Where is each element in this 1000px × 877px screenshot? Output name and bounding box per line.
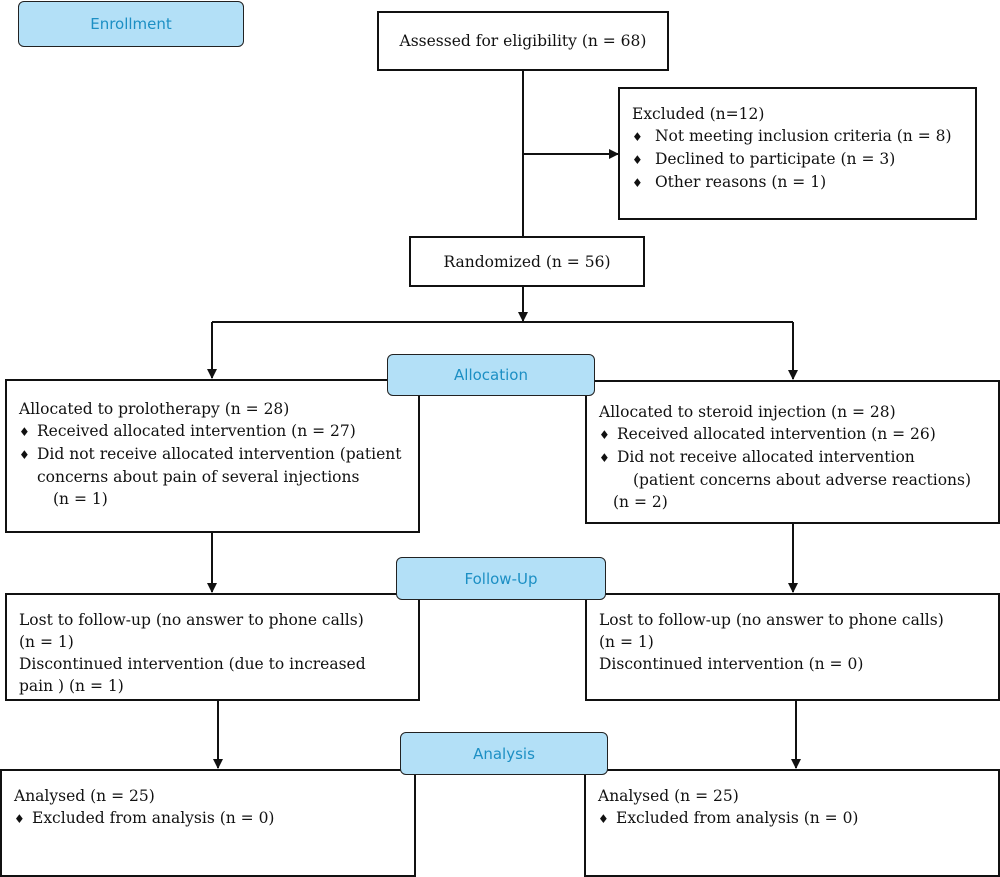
followup-right-lost: Lost to follow-up (no answer to phone ca… <box>599 611 944 629</box>
randomized-text: Randomized (n = 56) <box>443 252 611 271</box>
allocation-right-box: Allocated to steroid injection (n = 28) … <box>585 380 1000 524</box>
stage-enrollment: Enrollment <box>18 1 244 47</box>
diamond-bullet-icon: ♦ <box>19 448 30 462</box>
allocation-left-box: Allocated to prolotherapy (n = 28) ♦Rece… <box>5 379 420 533</box>
followup-left-lost-count: (n = 1) <box>19 633 74 651</box>
allocation-right-not-received-count: (n = 2) <box>613 493 668 511</box>
diamond-bullet-icon: ♦ <box>19 425 30 439</box>
allocation-right-not-received-cont: (patient concerns about adverse reaction… <box>633 471 972 489</box>
followup-left-discontinued: Discontinued intervention (due to increa… <box>19 655 366 673</box>
analysis-right-box: Analysed (n = 25) ♦Excluded from analysi… <box>584 769 1000 877</box>
assessed-text: Assessed for eligibility (n = 68) <box>399 32 647 50</box>
excluded-title: Excluded (n=12) <box>632 105 765 123</box>
allocation-left-not-received-cont: concerns about pain of several injection… <box>37 468 360 486</box>
excluded-item: ♦ Other reasons (n = 1) <box>632 171 963 194</box>
analysis-right-excluded: ♦Excluded from analysis (n = 0) <box>598 807 986 830</box>
randomized-box: Randomized (n = 56) <box>409 236 645 287</box>
assessed-box: Assessed for eligibility (n = 68) <box>377 11 669 71</box>
followup-right-lost-count: (n = 1) <box>599 633 654 651</box>
allocation-left-title: Allocated to prolotherapy (n = 28) <box>19 400 290 418</box>
excluded-item: ♦ Declined to participate (n = 3) <box>632 148 963 171</box>
analysis-right-analysed: Analysed (n = 25) <box>598 787 739 805</box>
diamond-bullet-icon: ♦ <box>14 812 25 826</box>
followup-left-discontinued-cont: pain ) (n = 1) <box>19 677 124 695</box>
followup-right-box: Lost to follow-up (no answer to phone ca… <box>585 593 1000 701</box>
excluded-item: ♦ Not meeting inclusion criteria (n = 8) <box>632 125 963 148</box>
diamond-bullet-icon: ♦ <box>632 153 643 167</box>
stage-analysis: Analysis <box>400 732 608 775</box>
allocation-right-title: Allocated to steroid injection (n = 28) <box>599 403 896 421</box>
allocation-right-received: ♦Received allocated intervention (n = 26… <box>599 423 986 446</box>
stage-followup: Follow-Up <box>396 557 606 600</box>
allocation-left-received: ♦Received allocated intervention (n = 27… <box>19 420 406 443</box>
followup-left-lost: Lost to follow-up (no answer to phone ca… <box>19 611 364 629</box>
excluded-box: Excluded (n=12) ♦ Not meeting inclusion … <box>618 87 977 220</box>
diamond-bullet-icon: ♦ <box>632 176 643 190</box>
diamond-bullet-icon: ♦ <box>598 812 609 826</box>
allocation-left-not-received: ♦Did not receive allocated intervention … <box>19 443 406 466</box>
diamond-bullet-icon: ♦ <box>599 428 610 442</box>
diamond-bullet-icon: ♦ <box>632 130 643 144</box>
followup-left-box: Lost to follow-up (no answer to phone ca… <box>5 593 420 701</box>
followup-right-discontinued: Discontinued intervention (n = 0) <box>599 655 864 673</box>
analysis-left-analysed: Analysed (n = 25) <box>14 787 155 805</box>
diamond-bullet-icon: ♦ <box>599 451 610 465</box>
allocation-right-not-received: ♦Did not receive allocated intervention <box>599 446 986 469</box>
analysis-left-box: Analysed (n = 25) ♦Excluded from analysi… <box>0 769 416 877</box>
stage-allocation: Allocation <box>387 354 595 396</box>
allocation-left-not-received-count: (n = 1) <box>53 490 108 508</box>
analysis-left-excluded: ♦Excluded from analysis (n = 0) <box>14 807 402 830</box>
